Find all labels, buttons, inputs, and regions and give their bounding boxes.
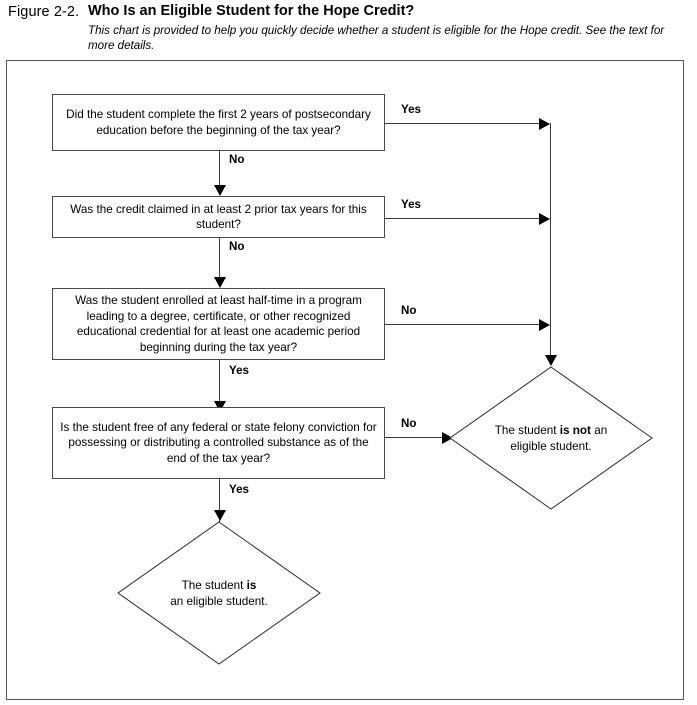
edge-label-q4-yes: Yes	[229, 483, 249, 496]
edge-label-q2-yes: Yes	[401, 198, 421, 211]
connector-q4-to-not-eligible	[385, 437, 445, 438]
figure-subtitle: This chart is provided to help you quick…	[88, 24, 665, 52]
not-eligible-line1-post: an	[590, 424, 608, 437]
decision-box-q3-text: Was the student enrolled at least half-t…	[75, 294, 362, 354]
edge-label-q3-no: No	[401, 304, 417, 317]
decision-box-q1-text: Did the student complete the first 2 yea…	[66, 108, 371, 137]
decision-box-q2: Was the credit claimed in at least 2 pri…	[52, 196, 385, 238]
arrowhead-q3-to-not-eligible	[539, 319, 550, 331]
decision-box-q1: Did the student complete the first 2 yea…	[52, 94, 385, 151]
not-eligible-line2: eligible student.	[510, 439, 592, 453]
not-eligible-line1-pre: The student	[494, 424, 560, 437]
connector-q3-to-not-eligible	[385, 324, 542, 325]
connector-q2-to-not-eligible	[385, 218, 542, 219]
decision-box-q2-text: Was the credit claimed in at least 2 pri…	[70, 202, 367, 232]
eligible-line2: an eligible student.	[170, 594, 268, 608]
arrowhead-merge-to-not-eligible	[545, 355, 557, 366]
edge-label-q2-no: No	[229, 240, 245, 253]
edge-label-q3-yes: Yes	[229, 364, 249, 377]
connector-q1-to-not-eligible	[385, 123, 542, 124]
arrowhead-q4-to-eligible	[214, 510, 226, 521]
decision-box-q3: Was the student enrolled at least half-t…	[52, 288, 385, 360]
connector-q2-to-q3	[219, 238, 220, 278]
arrowhead-q1-to-not-eligible	[539, 118, 550, 130]
figure-title: Who Is an Eligible Student for the Hope …	[88, 3, 415, 19]
not-eligible-line1-bold: is not	[559, 424, 591, 437]
diamond-shape-eligible	[117, 521, 321, 665]
arrowhead-q2-to-not-eligible	[539, 213, 550, 225]
decision-box-q4: Is the student free of any federal or st…	[52, 407, 385, 479]
connector-q3-to-q4	[219, 360, 220, 402]
diamond-shape-not-eligible	[449, 366, 653, 510]
terminal-not-eligible: The student is not an eligible student.	[449, 366, 653, 510]
eligible-line1-bold: is	[246, 579, 257, 592]
arrowhead-q1-to-q2	[214, 185, 226, 196]
connector-q4-to-eligible	[219, 479, 220, 522]
figure-number: Figure 2-2.	[8, 4, 80, 20]
decision-box-q4-text: Is the student free of any federal or st…	[60, 420, 377, 465]
arrowhead-q2-to-q3	[214, 277, 226, 288]
arrowhead-q4-to-not-eligible	[442, 432, 453, 444]
arrowhead-q3-to-q4	[214, 401, 226, 412]
terminal-eligible-text: The student is an eligible student.	[117, 578, 321, 609]
connector-merge-spine	[550, 123, 551, 357]
figure-header: Figure 2-2. Who Is an Eligible Student f…	[0, 0, 697, 58]
edge-label-q1-no: No	[229, 153, 245, 166]
terminal-not-eligible-text: The student is not an eligible student.	[449, 423, 653, 454]
edge-label-q4-no: No	[401, 417, 417, 430]
edge-label-q1-yes: Yes	[401, 103, 421, 116]
flowchart-frame: Did the student complete the first 2 yea…	[6, 60, 684, 700]
terminal-eligible: The student is an eligible student.	[117, 521, 321, 665]
eligible-line1-pre: The student	[181, 579, 247, 592]
connector-q1-to-q2	[219, 151, 220, 187]
